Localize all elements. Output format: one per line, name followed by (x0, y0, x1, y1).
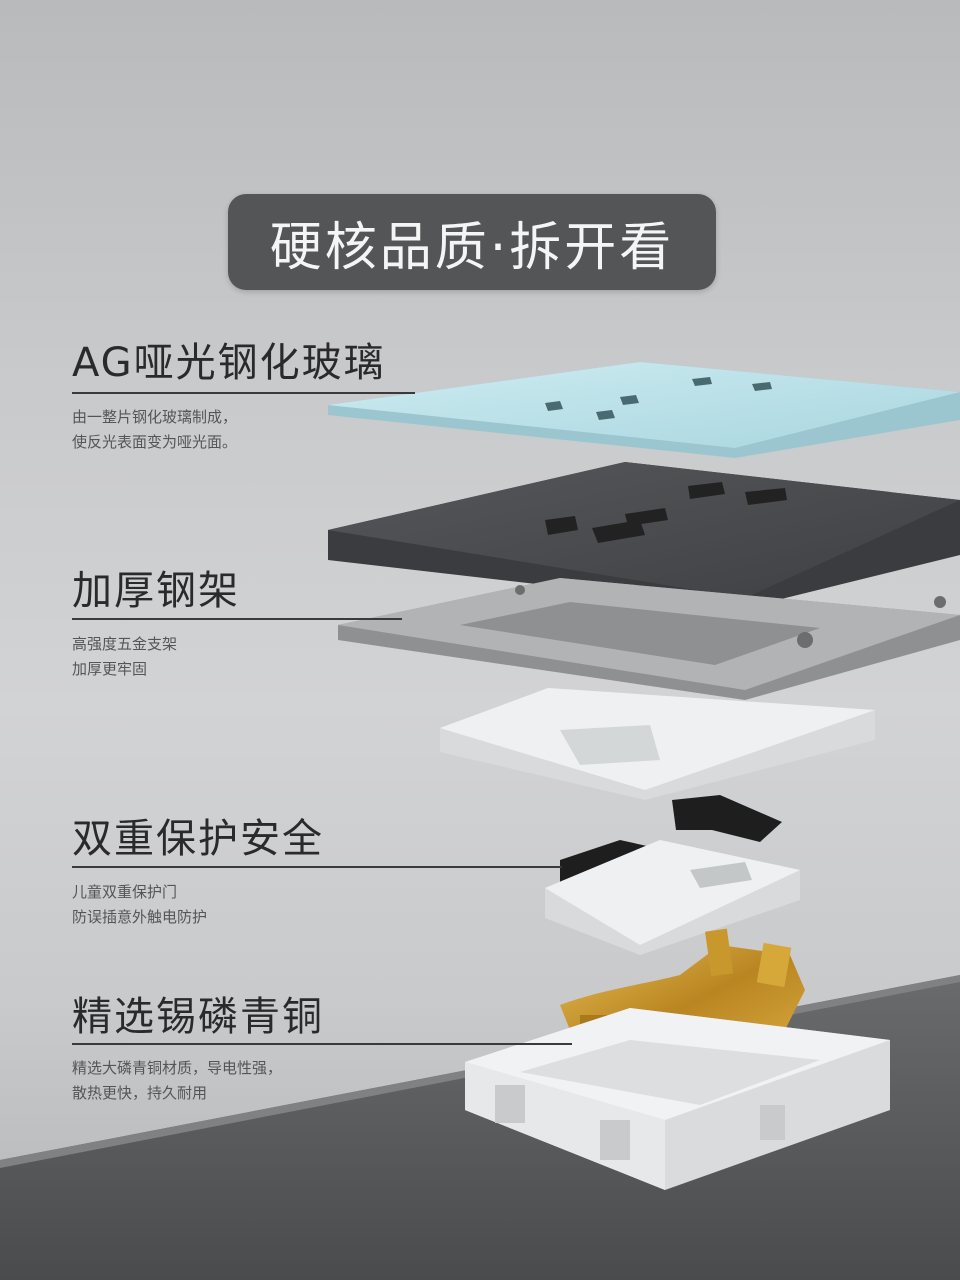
feature-steel-frame: 加厚钢架 (72, 558, 240, 616)
glass-panel-layer (328, 362, 960, 458)
feature-title: AG哑光钢化玻璃 (72, 340, 386, 386)
plastic-top-layer (440, 688, 875, 800)
feature-desc-line: 由一整片钢化玻璃制成， (72, 408, 238, 426)
feature-bronze-desc: 精选大磷青铜材质，导电性强， 散热更快，持久耐用 (72, 1056, 282, 1106)
steel-frame-layer (338, 578, 960, 700)
dark-panel-layer (328, 462, 960, 608)
feature-divider (72, 618, 402, 620)
feature-desc-line: 散热更快，持久耐用 (72, 1084, 208, 1102)
feature-divider (72, 1043, 572, 1045)
feature-desc-line: 使反光表面变为哑光面。 (72, 433, 238, 451)
feature-glass: AG哑光钢化玻璃 (72, 330, 386, 388)
shutter-base-layer (545, 840, 800, 955)
title-badge: 硬核品质·拆开看 (228, 194, 716, 290)
feature-divider (72, 392, 415, 394)
feature-steel-frame-desc: 高强度五金支架 加厚更牢固 (72, 632, 177, 682)
feature-title: 精选锡磷青铜 (72, 994, 324, 1040)
feature-double-protection: 双重保护安全 (72, 806, 324, 864)
base-housing (465, 1008, 890, 1190)
feature-divider (72, 866, 562, 868)
feature-bronze: 精选锡磷青铜 (72, 984, 324, 1042)
feature-desc-line: 加厚更牢固 (72, 660, 148, 678)
feature-double-protection-desc: 儿童双重保护门 防误插意外触电防护 (72, 880, 207, 930)
feature-desc-line: 儿童双重保护门 (72, 883, 178, 901)
feature-glass-desc: 由一整片钢化玻璃制成， 使反光表面变为哑光面。 (72, 405, 237, 455)
feature-title: 双重保护安全 (72, 816, 324, 862)
feature-desc-line: 防误插意外触电防护 (72, 908, 208, 926)
feature-title: 加厚钢架 (72, 568, 240, 614)
feature-desc-line: 高强度五金支架 (72, 635, 178, 653)
feature-desc-line: 精选大磷青铜材质，导电性强， (72, 1059, 283, 1077)
page-title: 硬核品质·拆开看 (269, 217, 675, 278)
